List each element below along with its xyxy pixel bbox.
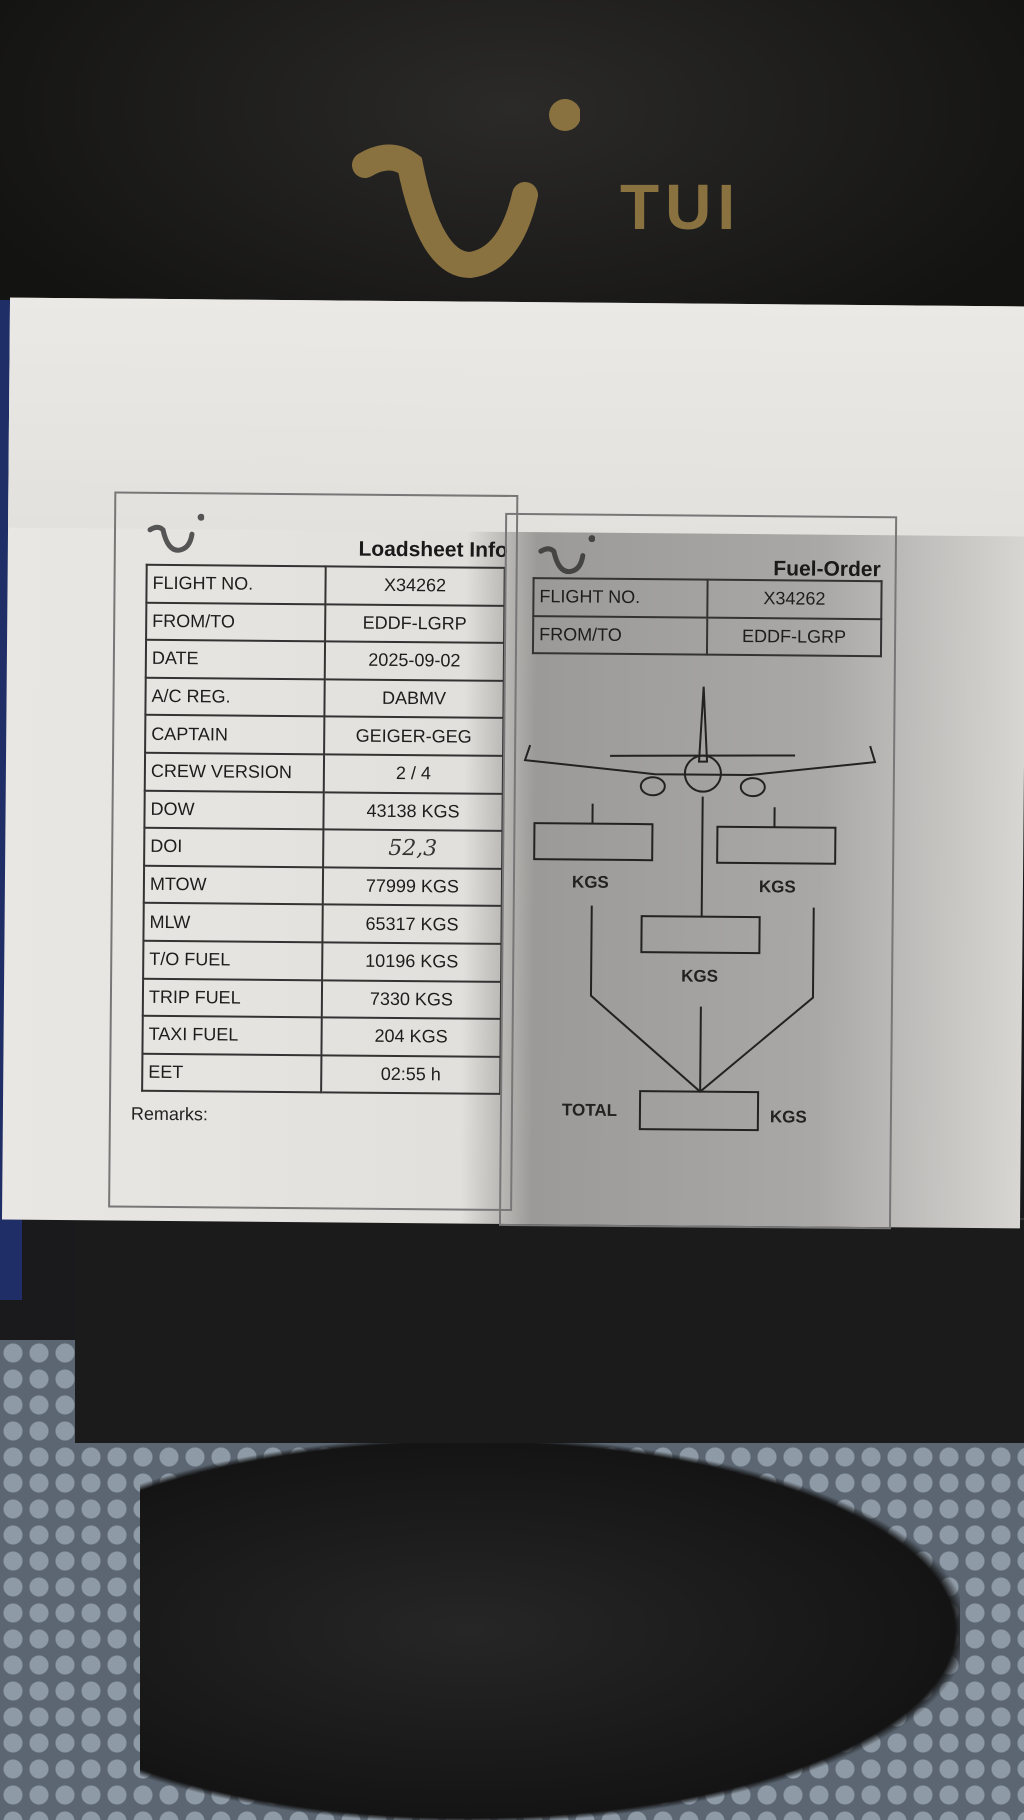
left-wing-box (533, 822, 654, 862)
row-value: X34262 (707, 579, 882, 619)
right-unit: KGS (759, 877, 796, 896)
left-unit: KGS (572, 873, 609, 892)
row-value: EDDF-LGRP (325, 603, 505, 644)
handwritten-value: 52,3 (323, 829, 503, 869)
total-label: TOTAL (562, 1100, 617, 1119)
row-value: GEIGER-GEG (324, 716, 504, 756)
row-value: EDDF-LGRP (706, 617, 882, 657)
tui-logo-icon (147, 513, 205, 553)
table-row: FLIGHT NO.X34262 (146, 564, 505, 606)
legs (140, 1440, 960, 1820)
row-label: TRIP FUEL (142, 978, 323, 1018)
remarks-label: Remarks: (130, 1103, 209, 1125)
fuel-diagram: KGS KGS KGS TOTAL KGS (523, 686, 877, 1132)
row-label: EET (142, 1053, 322, 1093)
total-box (638, 1090, 760, 1132)
row-value: 7330 KGS (321, 979, 502, 1020)
row-label: DATE (145, 639, 326, 680)
row-label: DOW (144, 790, 324, 830)
row-label: MTOW (143, 865, 324, 905)
row-value: 2 / 4 (323, 754, 504, 794)
loadsheet-title: Loadsheet Info (358, 537, 508, 562)
row-value: 10196 KGS (322, 942, 502, 982)
row-value: 77999 KGS (322, 867, 503, 907)
table-row: A/C REG.DABMV (145, 677, 504, 719)
row-value: 43138 KGS (323, 791, 503, 832)
table-row: FLIGHT NO.X34262 (533, 578, 882, 619)
center-box (640, 915, 761, 955)
row-label: FROM/TO (532, 615, 708, 655)
row-label: A/C REG. (145, 677, 325, 717)
row-label: FLIGHT NO. (146, 564, 326, 604)
tui-logo-icon (352, 99, 580, 279)
row-label: CAPTAIN (145, 715, 325, 755)
row-label: CREW VERSION (144, 752, 325, 792)
center-unit: KGS (681, 966, 718, 985)
row-value: 02:55 h (321, 1055, 501, 1095)
row-label: T/O FUEL (143, 940, 323, 980)
right-wing-box (716, 825, 837, 865)
row-value: 204 KGS (321, 1017, 501, 1057)
row-value: DABMV (324, 679, 504, 719)
row-value: 65317 KGS (322, 904, 502, 944)
diagram-lines (533, 796, 837, 1132)
total-unit: KGS (770, 1107, 807, 1126)
row-label: FROM/TO (146, 602, 326, 642)
tui-logo-icon (538, 535, 596, 575)
row-value: 2025-09-02 (324, 641, 505, 681)
row-label: MLW (143, 903, 323, 943)
row-label: DOI (144, 827, 324, 868)
row-label: FLIGHT NO. (533, 578, 708, 618)
row-value: X34262 (325, 566, 505, 606)
row-label: TAXI FUEL (142, 1015, 322, 1056)
clipboard (75, 1218, 1024, 1443)
brand-logo-text: TUI (620, 171, 742, 243)
aircraft-icon (523, 686, 877, 798)
